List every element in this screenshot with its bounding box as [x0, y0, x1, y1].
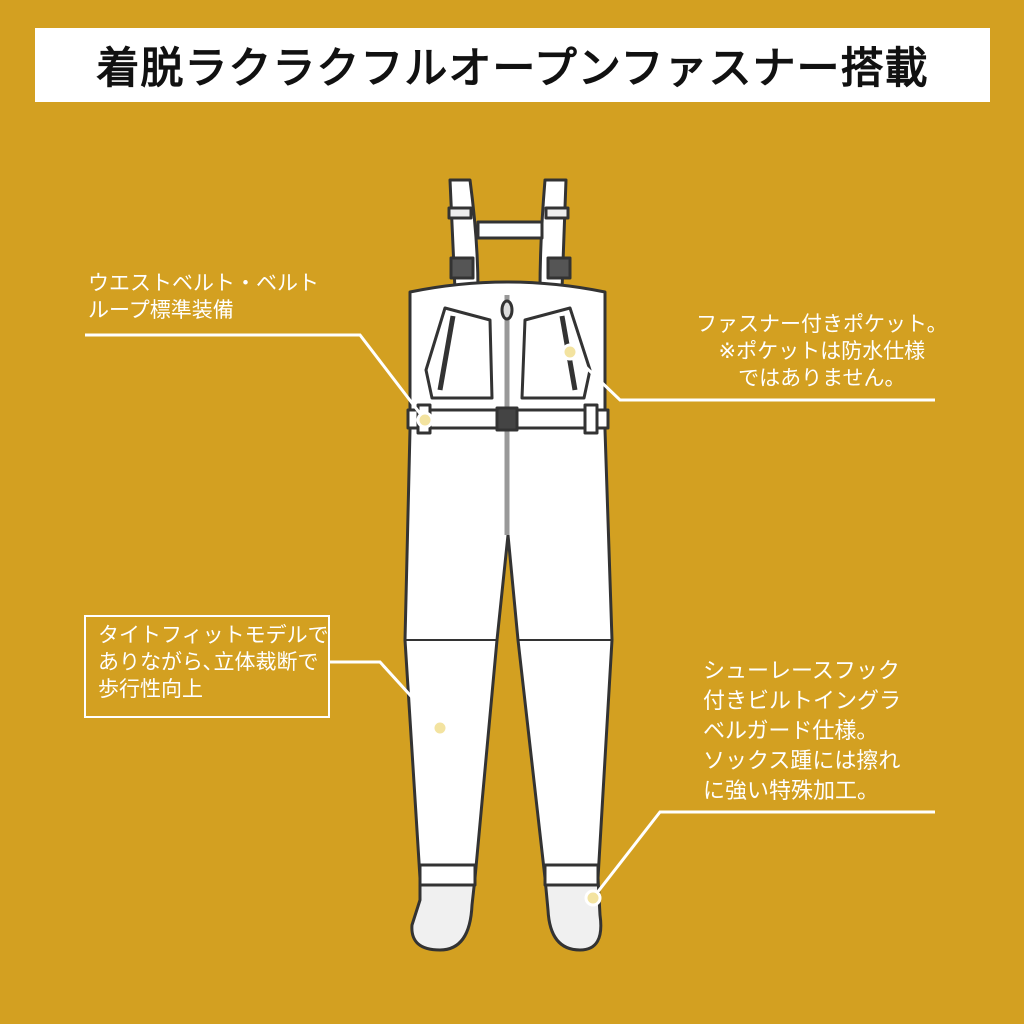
left-strap-buckle [447, 206, 473, 220]
page-title: 着脱ラクラクフルオープンファスナー搭載 [96, 44, 929, 94]
boot-callout-dot [584, 889, 602, 907]
callout-line: 付きビルトイングラ [703, 689, 902, 714]
fit-callout-dot [431, 719, 449, 737]
callout-line: ウエストベルト・ベルト [88, 271, 319, 295]
right-strap-buckle [544, 206, 570, 220]
callout-line: に強い特殊加工。 [703, 779, 880, 804]
callout-line: ファスナー付きポケット。 [696, 312, 948, 336]
callout-line: ループ標準装備 [88, 298, 234, 322]
left-boot [410, 876, 477, 952]
callout-line: ソックス踵には擦れ [703, 749, 901, 774]
pocket-callout-line [568, 350, 935, 402]
callout-line: ではありません。 [738, 366, 906, 390]
boot-callout-text: シューレースフック 付きビルトイングラ ベルガード仕様。 ソックス踵には擦れ に… [703, 657, 901, 807]
callout-line: ※ポケットは防水仕様 [718, 339, 926, 363]
pocket-callout-text: ファスナー付きポケット。 ※ポケットは防水仕様 ではありません。 [696, 311, 948, 392]
callout-line: シューレースフック [703, 659, 900, 684]
strap-crossbar [476, 220, 544, 240]
belt-buckle [495, 406, 519, 432]
right-boot [543, 876, 603, 952]
callout-line: タイトフィットモデルで [98, 623, 329, 647]
waders-body [403, 280, 614, 880]
fit-callout-box [84, 615, 330, 718]
boot-callout-line [591, 810, 935, 899]
title-banner: 着脱ラクラクフルオープンファスナー搭載 [35, 28, 990, 102]
belt-callout-text: ウエストベルト・ベルト ループ標準装備 [88, 270, 319, 324]
pocket-callout-dot [561, 343, 579, 361]
right-strap-adjuster [546, 256, 572, 280]
callout-line: ベルガード仕様。 [703, 719, 879, 744]
left-strap-adjuster [449, 256, 475, 280]
fit-callout-line [330, 660, 442, 730]
fit-callout-text: タイトフィットモデルで ありながら､立体裁断で 歩行性向上 [98, 622, 329, 703]
belt-callout-line [85, 333, 427, 421]
belt-callout-dot [416, 411, 434, 429]
callout-line: ありながら､立体裁断で [98, 650, 319, 674]
callout-line: 歩行性向上 [98, 677, 203, 701]
